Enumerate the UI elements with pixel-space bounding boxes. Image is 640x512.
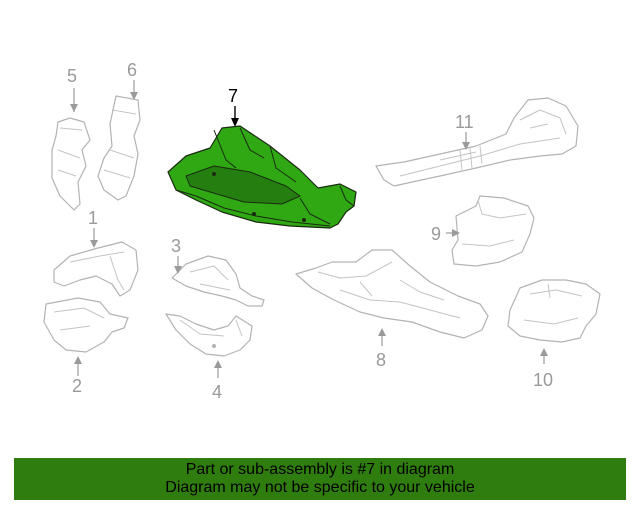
parts-diagram: 5 6 7 11 1 [43,60,601,402]
callout-11: 11 [455,112,474,132]
callout-6: 6 [127,60,137,80]
callout-10: 10 [533,370,553,390]
part-3-heat-shield: 3 [171,236,265,307]
part-8-heat-shield: 8 [295,249,489,370]
part-10-heat-shield: 10 [507,279,601,390]
part-2-heat-shield: 2 [43,297,129,396]
footer-line-1: Part or sub-assembly is #7 in diagram [185,461,455,478]
part-6-heat-shield: 6 [97,60,141,201]
callout-5: 5 [67,66,77,86]
callout-1: 1 [88,208,98,228]
part-11-heat-shield: 11 [375,97,579,187]
part-5-heat-shield: 5 [51,66,91,211]
part-1-heat-shield: 1 [53,208,139,297]
callout-2: 2 [72,376,82,396]
footer-banner: Part or sub-assembly is #7 in diagram Di… [14,458,626,500]
part-7-highlighted-shield: 7 [167,86,357,229]
part-9-heat-shield: 9 [431,195,535,267]
callout-9: 9 [431,224,441,244]
callout-7: 7 [228,86,238,106]
part-4-heat-shield: 4 [165,313,253,402]
callout-4: 4 [212,382,222,402]
callout-8: 8 [376,350,386,370]
footer-line-2: Diagram may not be specific to your vehi… [165,479,475,496]
callout-3: 3 [171,236,181,256]
